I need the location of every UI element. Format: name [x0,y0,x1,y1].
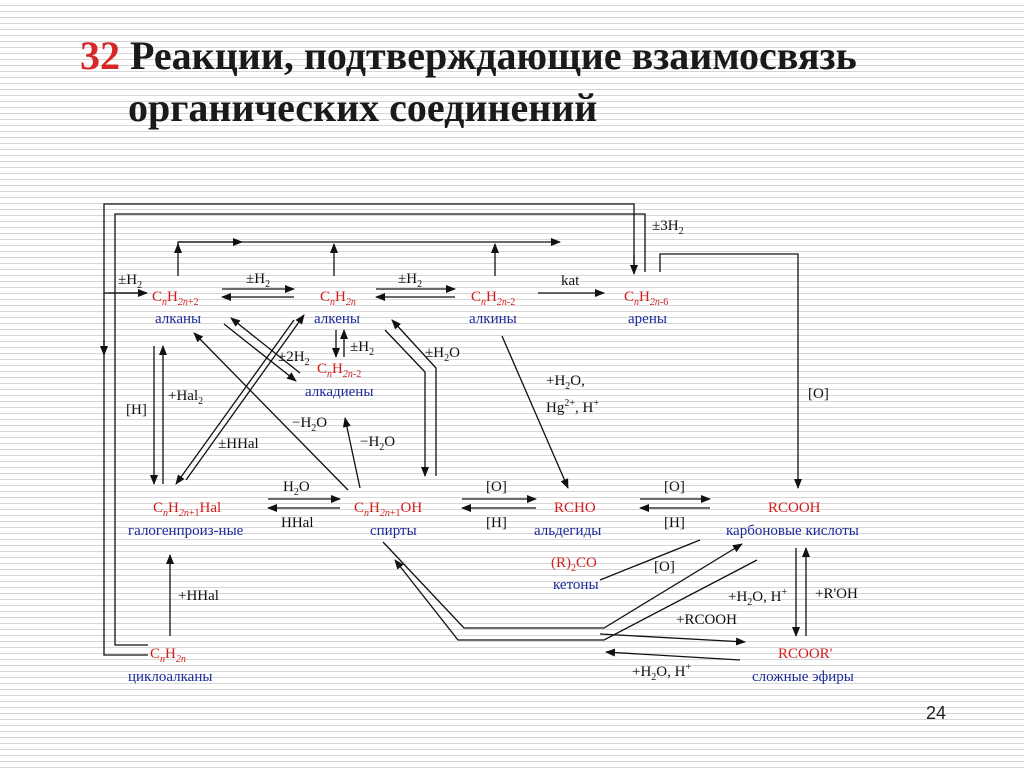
node-alkadienes: CnH2n-2 алкадиены [305,361,373,400]
cond-hhal-add: +HHal [178,588,219,604]
node-aldehydes: RCHO альдегиды [534,500,601,539]
title-number: 32 [80,33,120,78]
acids-formula: RCOOH [768,500,821,516]
aldehydes-name: альдегиды [534,523,601,539]
acids-name: карбоновые кислоты [726,523,859,539]
node-haloalkanes: CnH2n+1Hal галогенпроиз-ные [128,500,244,539]
cond-h-ald: [H] [664,515,685,531]
arenes-formula: CnH2n-6 [624,289,668,308]
esters-formula: RCOOR' [778,646,833,662]
node-acids: RCOOH карбоновые кислоты [726,500,859,539]
alkanes-formula: CnH2n+2 [152,289,199,308]
cond-rooh: +R'OH [815,586,858,602]
cycloalkanes-name: циклоалканы [128,669,212,685]
slide-title: 32 Реакции, подтверждающие взаимосвязь о… [80,30,1000,134]
frame-outer-line [103,203,635,656]
node-ketones: (R)2CO кетоны [551,555,599,593]
cond-hydration-1: +H2O, [546,373,585,392]
cond-3h2: ±3H2 [652,218,684,237]
esters-name: сложные эфиры [752,669,854,685]
rcooh-esters-arrow [599,633,746,646]
cond-h-reduce: [H] [126,402,147,418]
cond-hydration-2: Hg2+, H+ [546,398,599,416]
esters-hydrolysis-arrow [605,648,741,661]
cond-left-h2: ±H2 [118,272,142,291]
ketones-name: кетоны [553,577,599,593]
alkynes-name: алкины [469,311,517,327]
cond-h-alc: [H] [486,515,507,531]
alkadienes-formula: CnH2n-2 [317,361,361,380]
cond-minus-h2o-1: −H2O [292,415,327,434]
node-alkenes: CnH2n алкены [314,289,360,327]
alkanes-dienes-down [223,323,297,382]
alkenes-formula: CnH2n [320,289,356,308]
ketones-formula: (R)2CO [551,555,597,574]
halo-alkenes-up [185,314,305,481]
cond-h2o: ±H2O [425,345,460,364]
alkenes-alcohols-down [384,329,429,477]
cond-minus-h2o-2: −H2O [360,434,395,453]
cond-dienes-h2: ±H2 [350,339,374,358]
node-arenes: CnH2n-6 арены [624,289,668,327]
cond-o-ket: [O] [654,559,675,575]
alcohols-dienes-arrow [342,417,361,489]
cond-o-ald: [O] [664,479,685,495]
cond-2h2: ±2H2 [278,349,310,368]
node-alkanes: CnH2n+2 алканы [152,289,201,327]
node-alcohols: CnH2n+1OH спирты [354,500,422,539]
alkenes-name: алкены [314,311,360,327]
frame-inner-line [114,213,646,646]
ketones-link-line [599,539,701,581]
cond-o-alc: [O] [486,479,507,495]
cond-h2o-sub: H2O [283,479,310,498]
cond-ester-hyd: +H2O, H+ [728,587,787,608]
title-line-2: органических соединений [128,85,598,130]
alcohols-formula: CnH2n+1OH [354,500,422,519]
aldehydes-formula: RCHO [554,500,596,516]
haloalkanes-formula: CnH2n+1Hal [153,500,221,519]
page-number: 24 [925,703,946,723]
alcohols-alkenes-up [391,319,437,476]
alcohols-esters-line-1 [382,541,743,629]
alkynes-aldehydes-arrow [501,335,569,489]
cond-o-acids: [O] [808,386,829,402]
cycloalkanes-formula: CnH2n [150,646,186,665]
arenes-acids-arrow [659,253,802,489]
alkynes-formula: CnH2n-2 [471,289,515,308]
cond-kat: kat [561,273,580,289]
cond-ester-hyd-2: +H2O, H+ [632,662,691,683]
cond-rcooh: +RCOOH [676,612,737,628]
cond-hhal: ±HHal [218,436,259,452]
node-cycloalkanes: CnH2n циклоалканы [128,646,212,685]
haloalkanes-name: галогенпроиз-ные [128,523,244,539]
cond-h2-b: ±H2 [398,271,422,290]
cond-hhal-sub: HHal [281,515,314,531]
alcohols-name: спирты [370,523,417,539]
cond-hal2: +Hal2 [168,388,203,407]
esters-alcohols-line-2 [394,559,758,641]
arenes-name: арены [628,311,667,327]
cond-h2-a: ±H2 [246,271,270,290]
alkenes-halo-down [175,319,295,485]
alkanes-name: алканы [155,311,201,327]
connections [100,203,810,661]
alcohols-alkanes-arrow [193,332,349,491]
node-alkynes: CnH2n-2 алкины [469,289,517,327]
conditions: ±3H2 ±H2 ±H2 ±H2 kat ±2H2 ±H2 ±H2O +H2O,… [118,218,858,683]
title-line-1: Реакции, подтверждающие взаимосвязь [130,33,857,78]
node-esters: RCOOR' сложные эфиры [752,646,854,685]
alkadienes-name: алкадиены [305,384,373,400]
alkanes-dienes-up [230,317,301,374]
